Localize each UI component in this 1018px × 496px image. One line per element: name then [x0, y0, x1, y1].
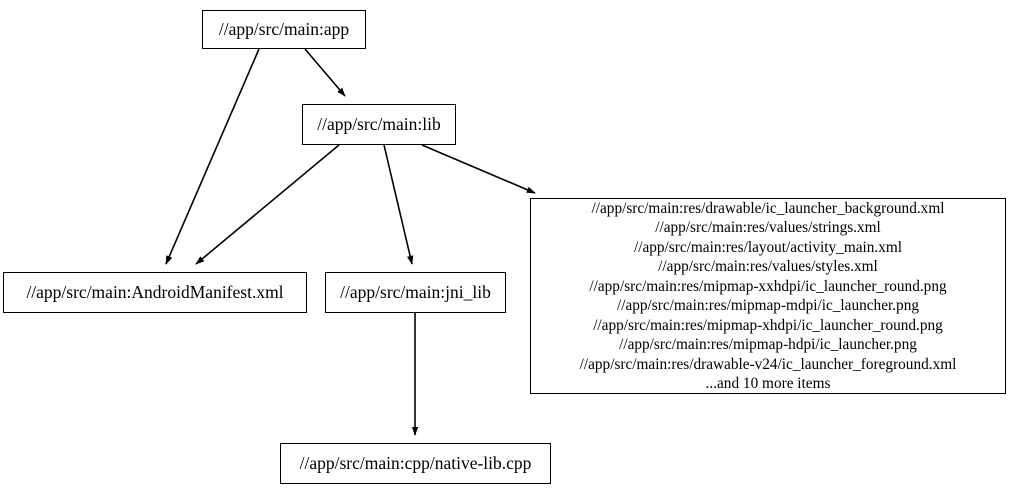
edge-lib-to-jni-lib [383, 144, 414, 265]
node-resources-label: //app/src/main:res/drawable/ic_launcher_… [579, 199, 957, 393]
node-lib[interactable]: //app/src/main:lib [302, 104, 456, 145]
edge-app-to-lib [304, 48, 346, 97]
node-android-manifest[interactable]: //app/src/main:AndroidManifest.xml [3, 272, 307, 313]
node-native-lib-cpp-label: //app/src/main:cpp/native-lib.cpp [299, 452, 532, 473]
node-jni-lib-label: //app/src/main:jni_lib [340, 281, 491, 302]
node-native-lib-cpp[interactable]: //app/src/main:cpp/native-lib.cpp [280, 443, 551, 484]
edge-lib-to-resources [421, 144, 536, 194]
node-app-label: //app/src/main:app [218, 18, 350, 39]
node-jni-lib[interactable]: //app/src/main:jni_lib [325, 272, 506, 313]
edge-lib-to-manifest [195, 144, 340, 265]
node-lib-label: //app/src/main:lib [317, 113, 441, 134]
node-resources[interactable]: //app/src/main:res/drawable/ic_launcher_… [530, 198, 1006, 394]
node-android-manifest-label: //app/src/main:AndroidManifest.xml [26, 281, 284, 302]
edge-app-to-manifest [165, 48, 260, 265]
node-app[interactable]: //app/src/main:app [202, 10, 366, 49]
